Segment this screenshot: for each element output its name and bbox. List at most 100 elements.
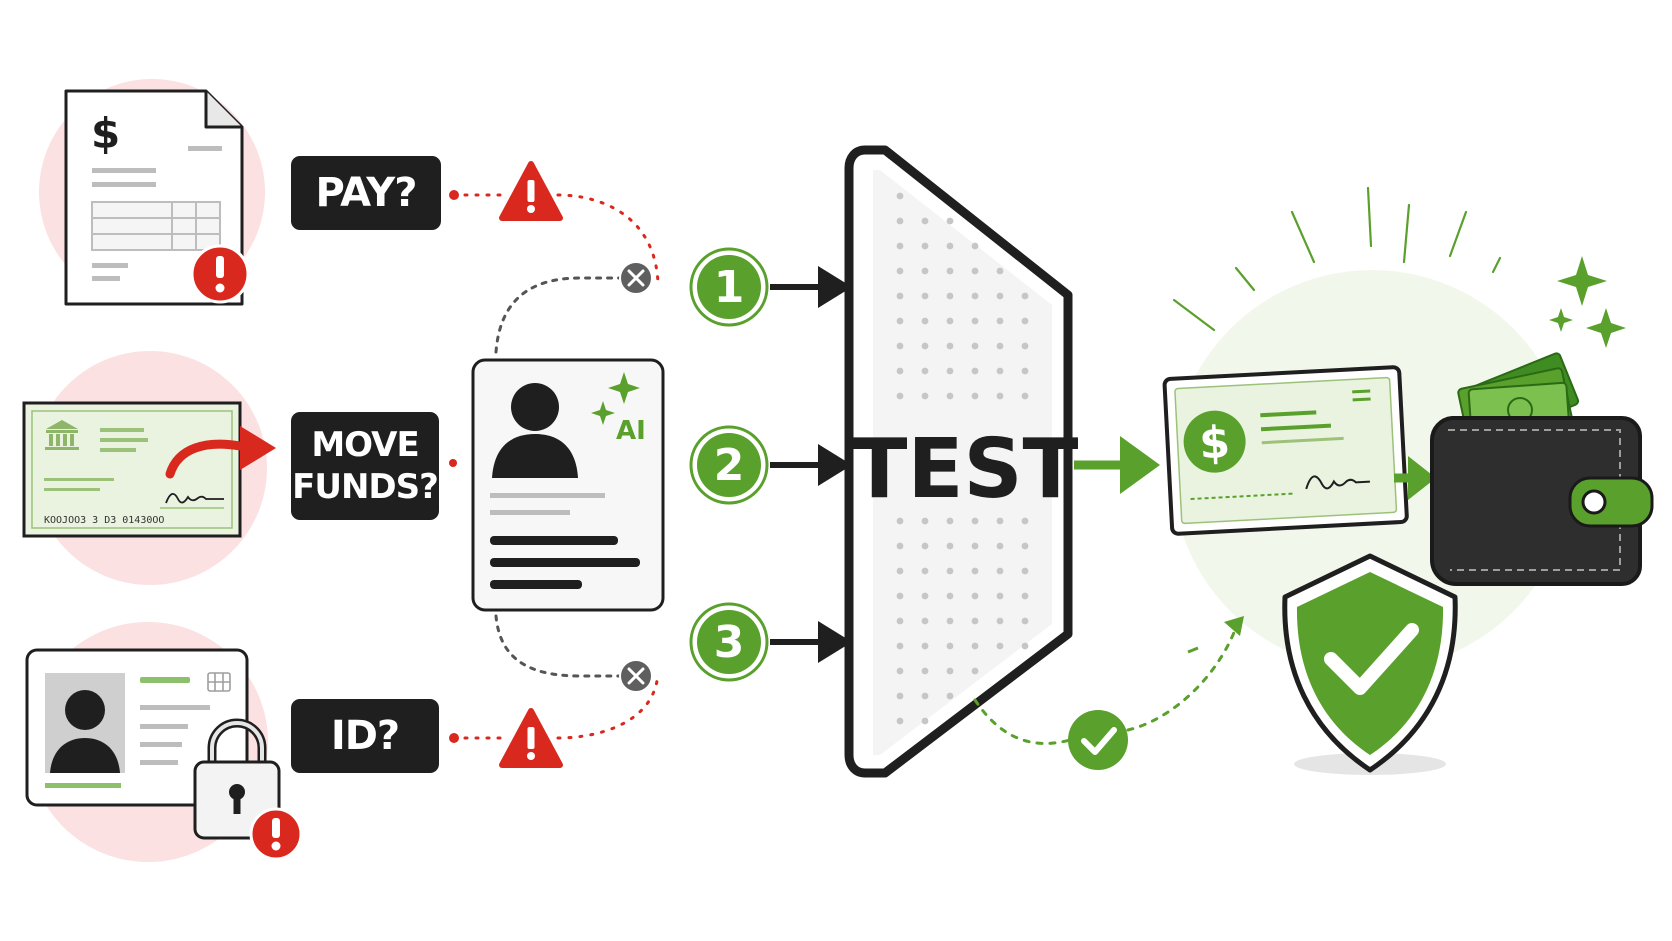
- id-card-icon: [25, 648, 249, 807]
- gate-dot: [1021, 642, 1029, 650]
- gate-dot: [971, 667, 979, 675]
- gate-dot: [996, 542, 1004, 550]
- redirect-arrow-icon: [165, 439, 245, 479]
- gate-dot: [971, 292, 979, 300]
- gate-dot: [946, 242, 954, 250]
- approved-check-icon: $: [1162, 365, 1409, 536]
- gate-dot: [921, 517, 929, 525]
- gate-dot: [971, 517, 979, 525]
- wallet-icon: [1429, 352, 1654, 586]
- step-2-number: 2: [714, 440, 745, 491]
- gate-dot: [896, 642, 904, 650]
- gate-dot: [896, 367, 904, 375]
- verified-check-icon: [1068, 710, 1128, 770]
- gate-dot: [896, 342, 904, 350]
- step-3: 3: [689, 602, 769, 682]
- gate-dot: [996, 342, 1004, 350]
- verified-path: [973, 628, 1237, 745]
- gate-dot: [921, 617, 929, 625]
- shine-rays: [1172, 186, 1502, 332]
- move-funds-line-2: FUNDS?: [292, 467, 439, 507]
- move-funds-question-label: MOVE FUNDS?: [291, 412, 439, 520]
- gate-dot: [896, 567, 904, 575]
- gate-dot: [946, 617, 954, 625]
- gate-dot: [971, 617, 979, 625]
- gate-dot: [896, 217, 904, 225]
- ai-profile-card-icon: [471, 358, 665, 612]
- step-1: 1: [689, 247, 769, 327]
- gate-dot: [946, 217, 954, 225]
- gate-dot: [946, 592, 954, 600]
- gate-dot: [1021, 617, 1029, 625]
- gate-dot: [896, 292, 904, 300]
- pay-question-label: PAY?: [291, 156, 441, 230]
- gate-dot: [921, 717, 929, 725]
- check-account-line: KOOJOO3 3 D3 01430OO: [44, 515, 164, 526]
- check-to-wallet-arrow: [1394, 456, 1436, 500]
- verified-path-arrowhead: [1224, 616, 1244, 636]
- bank-building-icon: [45, 420, 79, 450]
- gate-dot: [896, 667, 904, 675]
- gate-dot: [946, 267, 954, 275]
- step-1-number: 1: [714, 262, 745, 313]
- gate-dot: [1021, 367, 1029, 375]
- gate-dot: [921, 567, 929, 575]
- gate-dot: [996, 392, 1004, 400]
- gate-output-arrow: [1074, 436, 1160, 494]
- pay-red-path: [452, 193, 660, 285]
- gate-dot: [946, 667, 954, 675]
- gate-dot: [896, 392, 904, 400]
- gate-dot: [996, 617, 1004, 625]
- gate-dot: [971, 317, 979, 325]
- gate-dot: [946, 392, 954, 400]
- gate-dot: [971, 392, 979, 400]
- grey-path-top: [494, 276, 622, 354]
- gate-dot: [921, 692, 929, 700]
- gate-dot: [1021, 342, 1029, 350]
- gate-dot: [996, 517, 1004, 525]
- move-red-dot: [449, 459, 457, 467]
- id-question-label: ID?: [291, 699, 439, 773]
- gate-dot: [946, 567, 954, 575]
- gate-dot: [946, 692, 954, 700]
- gate-dot: [1021, 317, 1029, 325]
- gate-dot: [971, 342, 979, 350]
- gate-dot: [921, 367, 929, 375]
- gate-dot: [1021, 567, 1029, 575]
- shield-check-icon: [1282, 553, 1458, 775]
- id-red-path: [452, 671, 660, 740]
- chip-icon: [207, 672, 231, 692]
- gate-dot: [896, 242, 904, 250]
- id-question-text: ID?: [330, 713, 400, 759]
- test-gate-icon: TEST: [844, 145, 1079, 778]
- sparkle-icon-right: [1549, 256, 1626, 348]
- gate-dot: [996, 292, 1004, 300]
- warning-icon-id: [499, 708, 563, 768]
- gate-dot: [921, 267, 929, 275]
- gate-dot: [1021, 392, 1029, 400]
- blocked-x-icon-bottom: [619, 659, 653, 693]
- gate-dot: [946, 317, 954, 325]
- gate-dot: [996, 592, 1004, 600]
- ai-badge: AI: [616, 416, 646, 446]
- gate-dot-pattern: [896, 192, 1029, 725]
- padlock-alert-icon: [249, 807, 303, 861]
- gate-label: TEST: [852, 422, 1079, 517]
- gate-dot: [921, 392, 929, 400]
- pay-question-text: PAY?: [315, 170, 418, 216]
- invoice-dollar-sign: $: [91, 109, 120, 158]
- gate-dot: [896, 717, 904, 725]
- gate-dot: [896, 192, 904, 200]
- gate-dot: [996, 367, 1004, 375]
- check-dollar-sign: $: [1198, 417, 1231, 470]
- gate-dot: [921, 292, 929, 300]
- step-3-number: 3: [714, 617, 745, 668]
- gate-dot: [896, 617, 904, 625]
- gate-dot: [971, 267, 979, 275]
- gate-dot: [896, 542, 904, 550]
- redirect-arrowhead: [240, 426, 276, 470]
- gate-dot: [896, 267, 904, 275]
- gate-dot: [921, 642, 929, 650]
- gate-dot: [1021, 542, 1029, 550]
